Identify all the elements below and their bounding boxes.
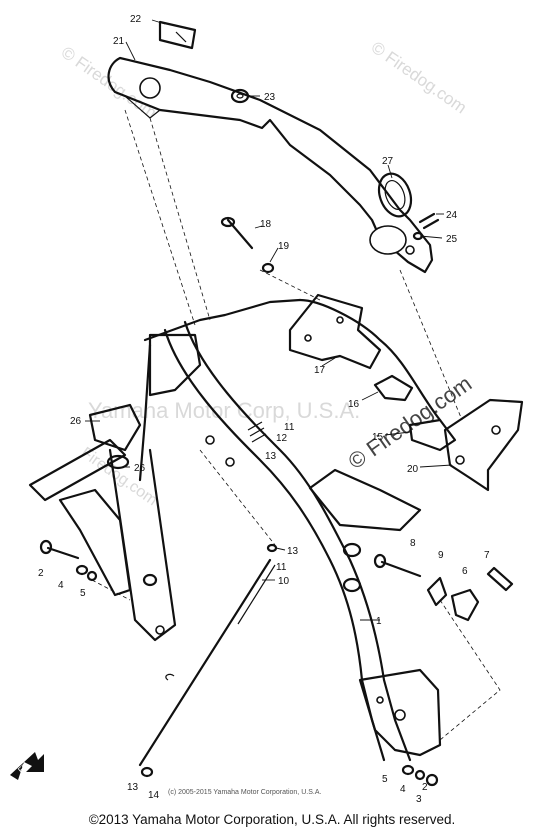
callout-16: 16 — [348, 399, 360, 410]
callout-20: 20 — [407, 464, 419, 475]
callout-3-right: 3 — [416, 794, 422, 805]
callout-27: 27 — [382, 156, 394, 167]
callout-25: 25 — [446, 234, 458, 245]
part-24-bolt — [418, 212, 440, 230]
callout-26-lower: 26 — [134, 463, 146, 474]
part-10-rod — [138, 558, 276, 767]
hardware-bottom-group — [401, 764, 439, 787]
small-copyright-note: (c) 2005-2015 Yamaha Motor Corporation, … — [168, 789, 321, 796]
callout-2-left: 2 — [38, 568, 44, 579]
callout-24: 24 — [446, 210, 458, 221]
callout-26-upper: 26 — [70, 416, 82, 427]
callout-15: 15 — [372, 432, 384, 443]
callout-14: 14 — [148, 790, 160, 801]
callout-21: 21 — [113, 36, 125, 47]
callout-17: 17 — [314, 365, 326, 376]
callout-8: 8 — [410, 538, 416, 549]
part-27-ring — [377, 172, 413, 218]
part-16-holder — [373, 374, 414, 402]
callout-13-middle: 13 — [287, 546, 299, 557]
stand-assembly — [28, 333, 202, 642]
hardware-left-group — [39, 539, 98, 582]
callout-4-right: 4 — [400, 784, 406, 795]
callout-11-lower: 11 — [276, 562, 287, 573]
watermark-firedog-top-right: © Firedog.com — [368, 38, 470, 118]
callout-22: 22 — [130, 14, 142, 25]
callout-19: 19 — [278, 241, 290, 252]
part-18-bolt — [220, 216, 254, 250]
callout-11-upper: 11 — [284, 422, 295, 433]
callout-5-left: 5 — [80, 588, 86, 599]
callout-23: 23 — [264, 92, 276, 103]
assembly-dashed-lines — [91, 109, 501, 741]
part-20-footrest-plate — [443, 398, 524, 492]
watermark-yamaha: Yamaha Motor Corp, U.S.A. — [88, 398, 360, 423]
hardware-right-group — [373, 553, 514, 622]
part-21-stay-plate — [107, 56, 434, 274]
leader-lines — [85, 19, 453, 621]
callout-labels: 22 21 23 27 24 25 18 19 17 16 15 20 26 2… — [38, 14, 490, 805]
callout-10: 10 — [278, 576, 290, 587]
callout-7: 7 — [484, 550, 490, 561]
callout-13-upper: 13 — [265, 451, 277, 462]
callout-12: 12 — [276, 433, 288, 444]
callout-6: 6 — [462, 566, 468, 577]
callout-4-left: 4 — [58, 580, 64, 591]
callout-13-lower: 13 — [127, 782, 139, 793]
part-13-clip-middle — [266, 543, 278, 553]
part-1-main-frame — [138, 298, 442, 762]
callout-1: 1 — [376, 616, 382, 627]
front-direction-arrow: FR — [10, 752, 44, 780]
part-17-bracket — [288, 293, 382, 370]
part-19-nut — [261, 262, 275, 274]
callout-2-right: 2 — [422, 782, 428, 793]
callout-18: 18 — [260, 219, 272, 230]
callout-9: 9 — [438, 550, 444, 561]
part-22-clip — [158, 20, 197, 50]
part-12-spring-pin — [247, 421, 267, 443]
callout-5-right: 5 — [382, 774, 388, 785]
part-13-clip-left-bottom — [140, 766, 154, 778]
watermark-firedog-low: Firedog.com — [78, 444, 161, 509]
copyright-footer: ©2013 Yamaha Motor Corporation, U.S.A. A… — [88, 812, 456, 827]
